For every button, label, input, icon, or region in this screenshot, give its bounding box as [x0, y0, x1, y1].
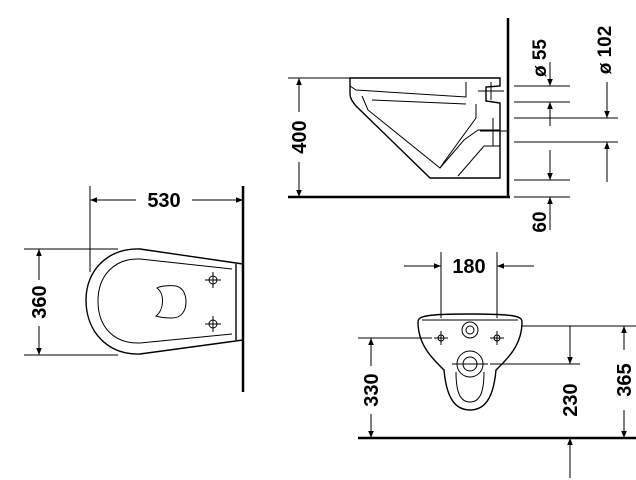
- side-view-rim: [349, 82, 467, 98]
- front-view-outlet-hole: [452, 350, 488, 403]
- front-view-inlet-hole: [461, 321, 479, 339]
- dim-365-label: 365: [614, 363, 636, 396]
- side-view-inner-bowl: [361, 95, 477, 169]
- dim-530-label: 530: [147, 190, 180, 212]
- front-view-fixing-hole-right: [490, 331, 504, 345]
- dim-180-label: 180: [452, 256, 485, 278]
- side-view-bowl-outline: [349, 77, 501, 179]
- dim-60-label: 60: [530, 211, 551, 232]
- dim-230-label: 230: [560, 383, 582, 416]
- front-view-bowl-outline: [417, 313, 523, 411]
- dim-o55-label: ø 55: [530, 39, 551, 77]
- front-view: 180 330 230 365: [358, 252, 636, 478]
- dim-360-label: 360: [29, 285, 51, 318]
- front-view-fixing-hole-left: [434, 331, 448, 345]
- side-view-trap: [439, 129, 500, 177]
- top-view-bowl-opening: [154, 285, 187, 319]
- top-view-bowl-outline: [85, 248, 244, 355]
- side-view-inner-line: [371, 99, 467, 105]
- side-view: 400 ø 55 ø 102 60: [288, 18, 618, 233]
- dim-400-label: 400: [289, 120, 311, 153]
- dim-o102-label: ø 102: [595, 26, 616, 75]
- top-view-seat: [97, 258, 233, 344]
- dim-330-label: 330: [361, 373, 383, 406]
- top-view-fixing-hole-lower: [205, 316, 221, 332]
- top-view-fixing-hole-upper: [205, 272, 221, 288]
- top-view: 530 360: [24, 186, 245, 392]
